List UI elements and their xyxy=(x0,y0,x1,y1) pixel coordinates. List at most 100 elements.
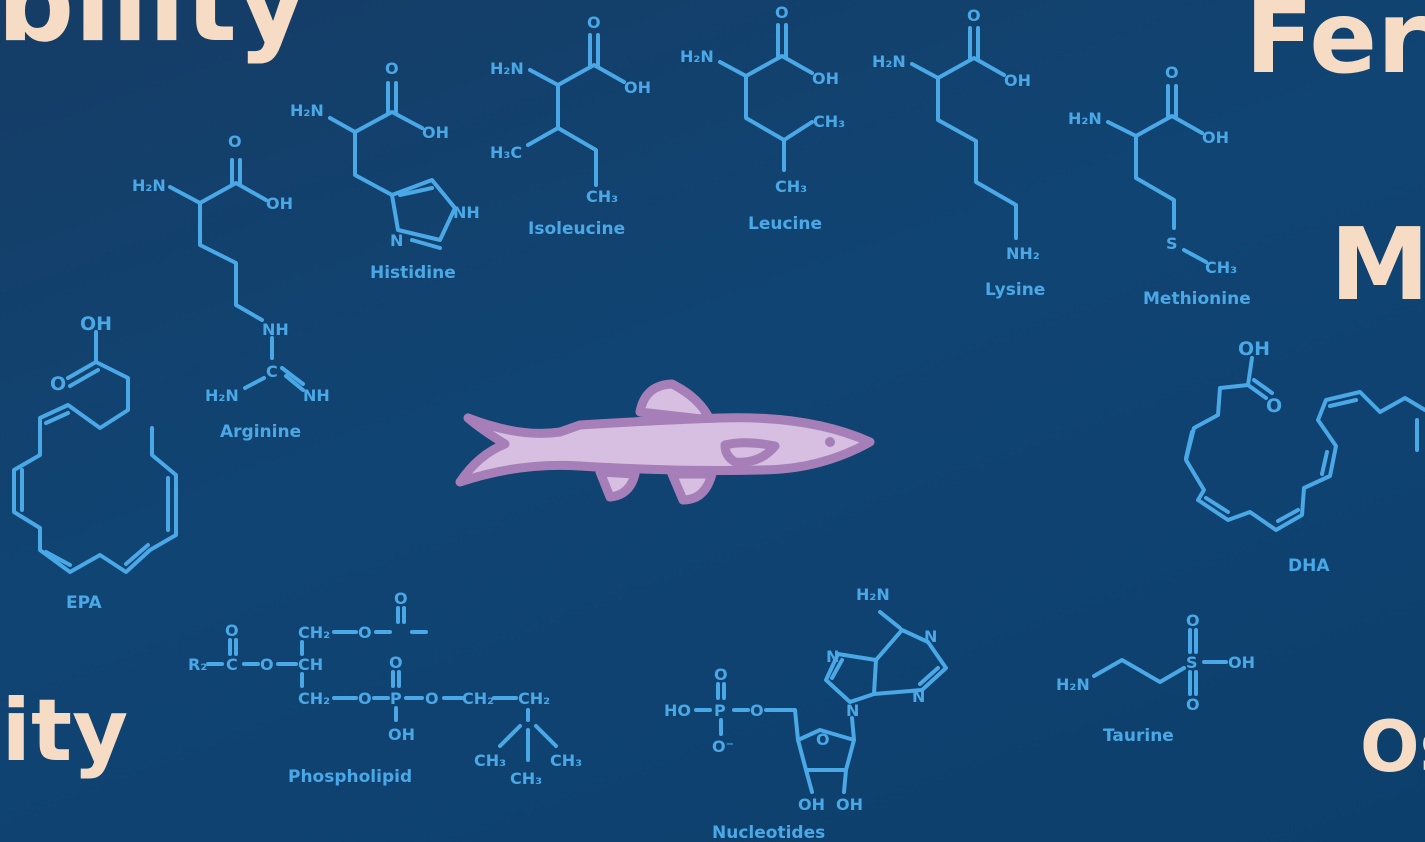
molecule-label: Arginine xyxy=(220,422,301,442)
atom-label: O xyxy=(1186,611,1200,630)
atom-label: S xyxy=(1186,653,1198,672)
atom-label: CH₂ xyxy=(518,689,550,708)
atom-label: CH xyxy=(298,655,323,674)
atom-label: O xyxy=(775,3,789,22)
atom-label: N xyxy=(924,627,937,646)
atom-label: CH₃ xyxy=(550,751,582,770)
atom-label: N xyxy=(912,687,925,706)
molecule-dha: OH O DHA xyxy=(1184,338,1425,576)
atom-label: O xyxy=(50,373,66,395)
atom-label: H₂N xyxy=(490,59,524,78)
atom-label: O⁻ xyxy=(712,737,734,756)
atom-label: HO xyxy=(664,701,691,720)
atom-label: H₂N xyxy=(1068,109,1102,128)
atom-label: O xyxy=(358,689,372,708)
bg-word-top-right: Fer xyxy=(1245,0,1425,96)
atom-label: O xyxy=(816,730,830,749)
atom-label: H₂N xyxy=(1056,675,1090,694)
atom-label: O xyxy=(228,132,242,151)
atom-label: CH₂ xyxy=(462,689,494,708)
atom-label: OH xyxy=(1004,71,1031,90)
atom-label: P xyxy=(390,689,402,708)
atom-label: CH₃ xyxy=(1205,258,1237,277)
atom-label: OH xyxy=(422,123,449,142)
atom-label: CH₃ xyxy=(813,112,845,131)
atom-label: H₂N xyxy=(290,101,324,120)
molecule-leucine: H₂N O OH CH₃ CH₃ Leucine xyxy=(680,3,845,234)
atom-label: H₂N xyxy=(856,585,890,604)
molecule-label: Histidine xyxy=(370,263,456,283)
bg-word-bottom-left: lity xyxy=(0,681,129,781)
atom-label: NH xyxy=(262,320,289,339)
molecule-label: Isoleucine xyxy=(528,219,625,239)
molecule-lysine: H₂N O OH NH₂ Lysine xyxy=(872,6,1045,300)
atom-label: H₂N xyxy=(680,47,714,66)
molecule-label: Taurine xyxy=(1103,726,1174,746)
molecule-label: Phospholipid xyxy=(288,767,412,787)
atom-label: OH xyxy=(624,78,651,97)
atom-label: N xyxy=(826,647,839,666)
atom-label: O xyxy=(714,665,728,684)
atom-label: R₂ xyxy=(188,655,207,674)
molecule-label: Methionine xyxy=(1143,289,1251,309)
atom-label: OH xyxy=(266,194,293,213)
atom-label: H₃C xyxy=(490,143,522,162)
molecule-taurine: H₂N O S OH O Taurine xyxy=(1056,611,1255,746)
atom-label: P xyxy=(714,701,726,720)
atom-label: O xyxy=(389,653,403,672)
atom-label: C xyxy=(226,655,238,674)
atom-label: O xyxy=(425,689,439,708)
molecule-label: Leucine xyxy=(748,214,822,234)
molecule-methionine: H₂N O OH S CH₃ Methionine xyxy=(1068,63,1251,309)
atom-label: N xyxy=(390,231,403,250)
atom-label: O xyxy=(394,589,408,608)
atom-label: CH₃ xyxy=(510,769,542,788)
atom-label: CH₃ xyxy=(775,177,807,196)
molecule-arginine: H₂N O OH NH C H₂N NH Arginine xyxy=(132,132,330,442)
atom-label: O xyxy=(385,59,399,78)
atom-label: CH₂ xyxy=(298,689,330,708)
atom-label: CH₃ xyxy=(474,751,506,770)
bg-word-top-left: ibility xyxy=(0,0,308,66)
atom-label: O xyxy=(358,623,372,642)
atom-label: CH₂ xyxy=(298,623,330,642)
molecule-label: Lysine xyxy=(985,280,1045,300)
molecule-nucleotides: H₂N N N N N O O HO P O O⁻ OH OH Nucleoti… xyxy=(664,585,948,842)
molecule-isoleucine: H₂N O OH H₃C CH₃ Isoleucine xyxy=(490,13,651,239)
atom-label: OH xyxy=(1228,653,1255,672)
atom-label: OH xyxy=(798,795,825,814)
atom-label: OH xyxy=(1202,128,1229,147)
molecule-label: DHA xyxy=(1288,556,1330,576)
atom-label: NH xyxy=(303,386,330,405)
bg-word-mid-right: M xyxy=(1330,206,1425,323)
atom-label: H₂N xyxy=(205,386,239,405)
fish-icon xyxy=(455,379,875,505)
molecule-label: EPA xyxy=(66,593,103,613)
atom-label: O xyxy=(750,701,764,720)
atom-label: O xyxy=(587,13,601,32)
atom-label: OH xyxy=(80,313,112,335)
atom-label: N xyxy=(846,701,859,720)
atom-label: NH₂ xyxy=(1006,244,1040,263)
atom-label: OH xyxy=(1238,338,1270,360)
atom-label: S xyxy=(1166,234,1178,253)
atom-label: NH xyxy=(453,203,480,222)
molecule-histidine: H₂N O OH NH N Histidine xyxy=(290,59,480,283)
atom-label: H₂N xyxy=(132,176,166,195)
atom-label: H₂N xyxy=(872,52,906,71)
atom-label: O xyxy=(225,621,239,640)
atom-label: O xyxy=(260,655,274,674)
atom-label: O xyxy=(967,6,981,25)
bg-word-bottom-right: Os xyxy=(1360,706,1425,788)
molecule-phospholipid: O R₂ C O CH₂ CH CH₂ O O O O P O OH CH₂ C… xyxy=(188,589,582,788)
molecule-label: Nucleotides xyxy=(712,823,825,842)
atom-label: O xyxy=(1165,63,1179,82)
atom-label: CH₃ xyxy=(586,187,618,206)
atom-label: C xyxy=(266,362,278,381)
molecule-epa: OH O EPA xyxy=(12,313,178,613)
atom-label: O xyxy=(1186,695,1200,714)
atom-label: O xyxy=(1266,395,1282,417)
atom-label: OH xyxy=(836,795,863,814)
atom-label: OH xyxy=(388,725,415,744)
